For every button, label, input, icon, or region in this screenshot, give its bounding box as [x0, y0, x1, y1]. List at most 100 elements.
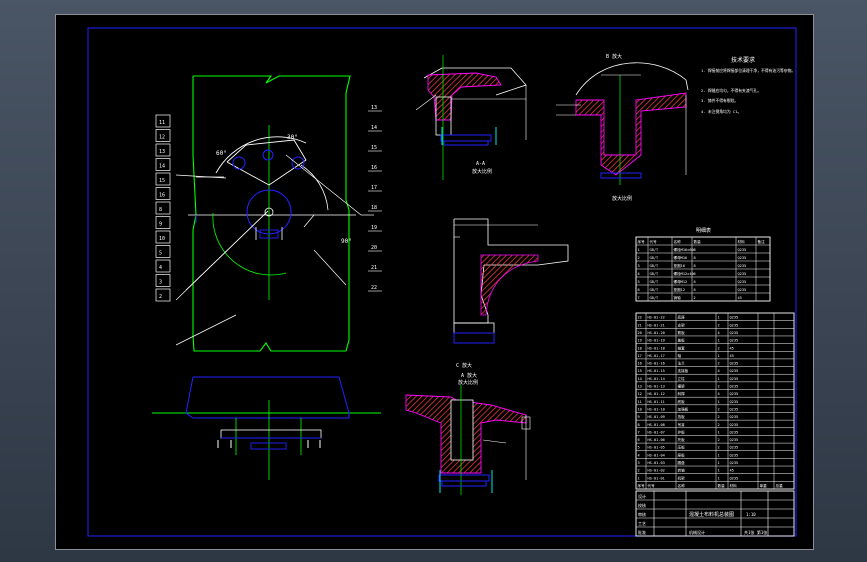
parts-table-cell: GB/T — [650, 296, 659, 300]
parts-table-cell: 8 — [694, 264, 696, 268]
bom-table-cell: 机架 — [678, 475, 686, 480]
bom-table-cell: HS-01-03 — [648, 461, 665, 465]
parts-table-cell: 数量 — [694, 239, 702, 244]
bom-table-cell: 2 — [718, 323, 720, 327]
bom-table-cell: 法兰 — [678, 361, 686, 366]
bom-table-cell: 挡板 — [678, 414, 686, 419]
right-balloon-number: 18 — [371, 205, 377, 211]
bom-table-cell: 单重 — [760, 483, 768, 488]
tech-req-item-3: 3. 铸件不得有裂纹。 — [701, 98, 738, 103]
left-balloon-box — [155, 274, 171, 287]
right-balloon-number: 13 — [371, 105, 377, 111]
bom-table-cell: HS-01-04 — [648, 453, 665, 457]
bom-table-cell: Q235 — [730, 369, 739, 373]
bom-table-cell: 支架 — [678, 322, 686, 327]
bom-table-cell: Q235 — [730, 323, 739, 327]
parts-table-cell: GB/T — [650, 256, 659, 260]
right-balloon-number: 14 — [371, 125, 377, 131]
bom-table-cell: Q235 — [730, 453, 739, 457]
bom-table-cell: 2 — [718, 423, 720, 427]
bom-table-cell: 4 — [638, 453, 640, 457]
bom-table-cell: 筋板 — [678, 330, 686, 335]
drawing-scale: 1:10 — [746, 512, 756, 517]
bom-table-cell: 压板 — [678, 445, 686, 450]
bom-table-cell: 圆盘 — [678, 460, 686, 465]
bom-table-cell: HS-01-09 — [648, 415, 665, 419]
left-balloon-box — [155, 114, 171, 128]
bom-table-cell: 轴 — [678, 353, 682, 358]
bom-table-cell: 7 — [638, 430, 640, 434]
parts-table-cell: Q235 — [738, 272, 747, 276]
bom-table-cell: HS-01-07 — [648, 430, 665, 434]
tech-req-item-1: 1. 焊接前应将焊接部位清理干净，不得有油污等杂物。 — [701, 68, 795, 73]
bom-table-cell: 1 — [718, 476, 720, 480]
bom-table-cell: Q235 — [730, 476, 739, 480]
bom-table-cell: 底座 — [678, 315, 686, 320]
left-balloon-number: 15 — [159, 178, 165, 184]
section-a-a: A-A 放大比例 — [415, 55, 527, 180]
parts-table-cell: 3 — [638, 264, 640, 268]
bom-table-cell: 14 — [638, 377, 642, 381]
bom-table-cell: 1 — [718, 430, 720, 434]
parts-table-title: 明细表 — [696, 227, 711, 234]
bom-table-cell: HS-01-12 — [648, 392, 665, 396]
tech-requirements: 技术要求 1. 焊接前应将焊接部位清理干净，不得有油污等杂物。 2. 焊缝应均匀… — [701, 56, 795, 114]
parts-table-cell: 6 — [694, 272, 696, 276]
bom-table-cell: HS-01-14 — [648, 377, 665, 381]
bom-table-cell: 8 — [638, 423, 640, 427]
bom-table-cell: 2 — [718, 415, 720, 419]
angle-60-label: 60° — [216, 150, 227, 157]
bom-table-cell: HS-01-06 — [648, 438, 665, 442]
bom-table-cell: 2 — [718, 446, 720, 450]
section-a-subtitle: 放大比例 — [458, 379, 478, 386]
bom-table-cell: 总重 — [776, 483, 784, 488]
bom-table-cell: 斜撑 — [678, 391, 686, 396]
bom-table-cell: 材料 — [730, 483, 738, 488]
bom-table-cell: 2 — [718, 346, 720, 350]
left-balloon-number: 8 — [159, 207, 162, 213]
section-b-title: B 放大 — [606, 53, 622, 60]
bom-table-cell: HS-01-01 — [648, 476, 665, 480]
parts-table-cell: 6 — [694, 288, 696, 292]
bom-table-cell: 2 — [718, 362, 720, 366]
parts-table-cell: Q235 — [738, 264, 747, 268]
bom-table-cell: 10 — [638, 407, 642, 411]
right-balloon-number: 19 — [371, 225, 377, 231]
bom-table-cell: 45 — [730, 469, 734, 473]
parts-table-cell: 4 — [638, 272, 640, 276]
left-balloon-number: 11 — [159, 120, 165, 126]
title-block-label-4: 工艺 — [638, 521, 646, 526]
section-a-view: A 放大 放大比例 — [405, 372, 531, 495]
section-a-a-subtitle: 放大比例 — [472, 168, 492, 175]
section-b-subtitle: 放大比例 — [612, 195, 632, 202]
right-balloon-number: 15 — [371, 145, 377, 151]
right-balloon-number: 20 — [371, 245, 377, 251]
bom-table-cell: 21 — [638, 323, 642, 327]
parts-table-cell: 1 — [638, 248, 640, 252]
right-balloon-number: 16 — [371, 165, 377, 171]
drawing-sheet: 共1张 第1张 — [744, 529, 767, 535]
section-b-view: B 放大 放大比例 — [556, 53, 689, 202]
left-balloon-box — [155, 158, 171, 171]
title-block-label-1: 设计 — [638, 493, 646, 499]
bom-table-cell: HS-01-22 — [648, 316, 665, 320]
parts-table-cell: GB/T — [650, 280, 659, 284]
parts-table-cell: 8 — [694, 248, 696, 252]
parts-table-cell: 序号 — [638, 239, 646, 244]
section-a-title: A 放大 — [461, 372, 477, 379]
bom-table-cell: 数量 — [718, 483, 726, 488]
bom-table-cell: 6 — [638, 438, 640, 442]
bom-table-cell: HS-01-10 — [648, 407, 665, 411]
bom-table-cell: Q235 — [730, 461, 739, 465]
right-balloon-number: 17 — [371, 185, 377, 191]
bom-table-cell: 1 — [718, 400, 720, 404]
bom-table-cell: 名称 — [678, 483, 686, 488]
bom-table-cell: 1 — [718, 469, 720, 473]
bom-table-cell: 11 — [638, 400, 642, 404]
title-block: 设计 校核 审核 工艺 批准 混凝土布料机总装图 1:10 共1张 第1张 机械… — [635, 490, 795, 537]
angle-30-label: 30° — [287, 134, 298, 141]
left-balloon-number: 10 — [159, 236, 165, 242]
parts-table-cell: 代号 — [650, 239, 658, 244]
